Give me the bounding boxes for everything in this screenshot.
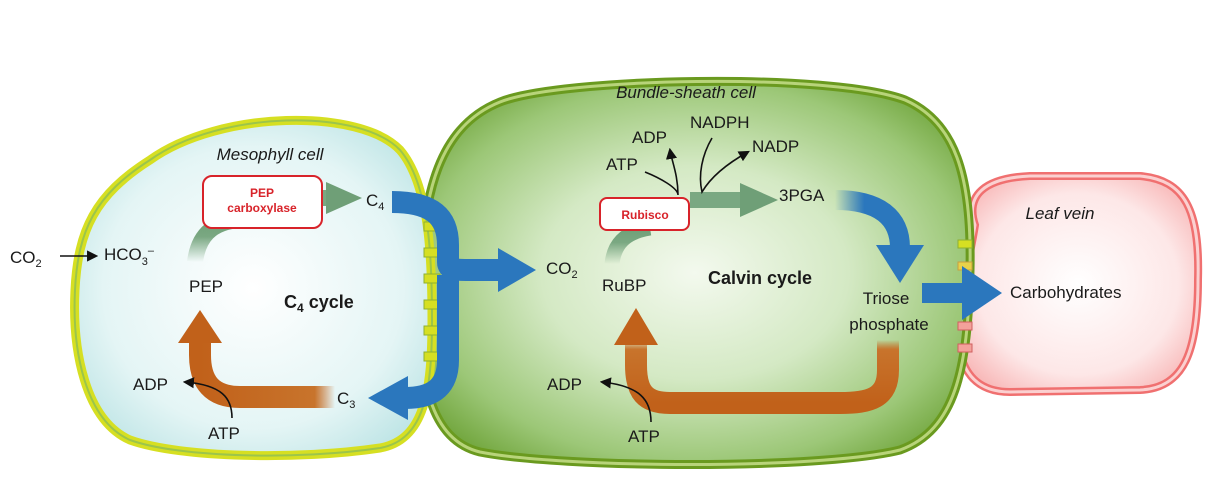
c4-adp-label: ADP — [133, 375, 168, 394]
orange-arrow-calvin-regeneration — [614, 308, 899, 414]
bundle-sheath-cell-label: Bundle-sheath cell — [616, 83, 757, 102]
rubisco-label: Rubisco — [621, 208, 668, 222]
rubisco-box: Rubisco — [599, 197, 690, 231]
atp-adp-arrow-calvin-top — [644, 147, 679, 196]
calvin-adp-bottom-label: ADP — [547, 375, 582, 394]
triose-label-line1: Triose — [863, 289, 910, 308]
pep-label: PEP — [189, 277, 223, 296]
pep-carboxylase-line1: PEP — [250, 186, 274, 200]
plasmodesmata-right — [957, 239, 973, 353]
c3-compound-label: C3 — [337, 389, 355, 411]
calvin-co2-label: CO2 — [546, 259, 578, 281]
pep-carboxylase-line2: carboxylase — [227, 201, 297, 215]
atp-adp-arrow-c4 — [182, 377, 233, 419]
blue-arrow-bundle-to-c3 — [368, 275, 459, 420]
atp-adp-arrow-calvin-bottom — [599, 377, 652, 423]
calvin-cycle-label: Calvin cycle — [708, 268, 812, 288]
nadph-label: NADPH — [690, 113, 750, 132]
c4-atp-label: ATP — [208, 424, 240, 443]
blue-arrow-c4-to-bundle — [391, 191, 536, 292]
calvin-atp-top-label: ATP — [606, 155, 638, 174]
calvin-adp-top-label: ADP — [632, 128, 667, 147]
c4-compound-label: C4 — [366, 191, 384, 213]
blue-arrow-triose-to-vein — [922, 266, 1002, 320]
leaf-vein-label: Leaf vein — [1026, 204, 1095, 223]
calvin-atp-bottom-label: ATP — [628, 427, 660, 446]
nadph-nadp-arrow — [699, 137, 750, 195]
blue-arrow-3pga-to-triose — [834, 190, 924, 283]
co2-input-label: CO2 — [10, 248, 42, 270]
pep-carboxylase-box: PEP carboxylase — [202, 175, 323, 229]
c4-cycle-label: C4 cycle — [284, 292, 354, 315]
triose-label-line2: phosphate — [849, 315, 928, 334]
mesophyll-cell-label: Mesophyll cell — [217, 145, 325, 164]
nadp-label: NADP — [752, 137, 799, 156]
rubp-label: RuBP — [602, 276, 646, 295]
carbohydrates-label: Carbohydrates — [1010, 283, 1122, 302]
hco3-label: HCO3– — [104, 245, 155, 268]
3pga-label: 3PGA — [779, 186, 825, 205]
